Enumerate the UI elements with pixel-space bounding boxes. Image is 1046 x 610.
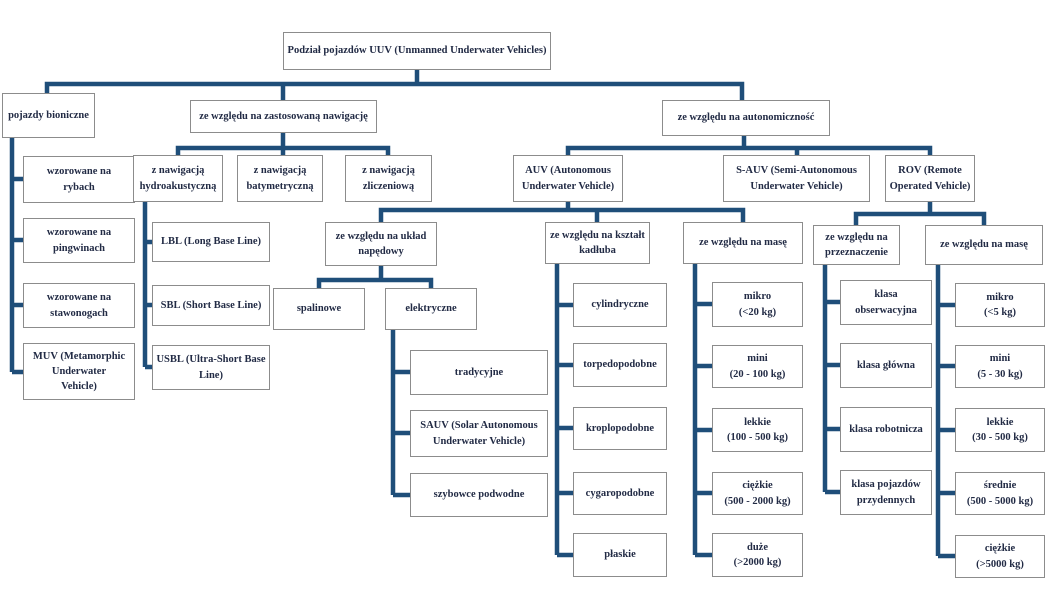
- node-cylindryczne: cylindryczne: [573, 283, 667, 327]
- node-wzorowane-na-pingwinach: wzorowane na pingwinach: [23, 218, 135, 263]
- node-auv-mini: mini (20 - 100 kg): [712, 345, 803, 388]
- node-wzorowane-na-rybach: wzorowane na rybach: [23, 156, 135, 203]
- node-nawigacja-zliczeniowa: z nawigacją zliczeniową: [345, 155, 432, 202]
- node-kroplopodobne: kroplopodobne: [573, 407, 667, 450]
- connector-auv: [378, 202, 746, 223]
- node-sauv-solar: SAUV (Solar Autonomous Underwater Vehicl…: [410, 410, 548, 457]
- connector-bioniczne: [9, 138, 24, 375]
- node-klasa-glowna: klasa główna: [840, 343, 932, 388]
- connector-naped: [316, 266, 434, 289]
- node-masa-rov: ze względu na masę: [925, 225, 1043, 265]
- node-przeznaczenie: ze względu na przeznaczenie: [813, 225, 900, 265]
- connector-hydro: [142, 202, 153, 370]
- connector-rov: [853, 202, 987, 226]
- connector-masa-auv: [692, 264, 713, 558]
- node-klasa-robotnicza: klasa robotnicza: [840, 407, 932, 452]
- node-sbl: SBL (Short Base Line): [152, 285, 270, 326]
- node-s-auv: S-AUV (Semi-Autonomous Underwater Vehicl…: [723, 155, 870, 202]
- node-rov: ROV (Remote Operated Vehicle): [885, 155, 975, 202]
- node-klasa-pojazdow-przydennych: klasa pojazdów przydennych: [840, 470, 932, 515]
- connector-main-bus: [44, 81, 745, 101]
- node-nawigacja-hydroakustyczna: z nawigacją hydroakustyczną: [133, 155, 223, 202]
- node-lbl: LBL (Long Base Line): [152, 222, 270, 262]
- node-rov-lekkie: lekkie (30 - 500 kg): [955, 408, 1045, 452]
- node-auv-ciezkie: ciężkie (500 - 2000 kg): [712, 472, 803, 515]
- node-plaskie: płaskie: [573, 533, 667, 577]
- connector-kadlub: [554, 264, 574, 558]
- node-autonomicznosc: ze względu na autonomiczność: [662, 100, 830, 136]
- node-rov-mikro: mikro (<5 kg): [955, 283, 1045, 327]
- node-auv-mikro: mikro (<20 kg): [712, 282, 803, 327]
- node-spalinowe: spalinowe: [273, 288, 365, 330]
- node-klasa-obserwacyjna: klasa obserwacyjna: [840, 280, 932, 325]
- node-auv-duze: duże (>2000 kg): [712, 533, 803, 577]
- node-wzorowane-na-stawonogach: wzorowane na stawonogach: [23, 283, 135, 328]
- node-pojazdy-bioniczne: pojazdy bioniczne: [2, 93, 95, 138]
- node-title: Podział pojazdów UUV (Unmanned Underwate…: [283, 32, 551, 70]
- node-muv: MUV (Metamorphic Underwater Vehicle): [23, 343, 135, 400]
- node-uklad-napedowy: ze względu na układ napędowy: [325, 222, 437, 266]
- node-rov-mini: mini (5 - 30 kg): [955, 345, 1045, 388]
- connector-masa-rov: [935, 265, 956, 559]
- node-auv-lekkie: lekkie (100 - 500 kg): [712, 408, 803, 452]
- node-torpedopodobne: torpedopodobne: [573, 343, 667, 387]
- node-szybowce-podwodne: szybowce podwodne: [410, 473, 548, 517]
- node-nawigacja: ze względu na zastosowaną nawigację: [190, 100, 377, 133]
- connector-nawigacja: [175, 133, 391, 156]
- connector-autonomia: [565, 136, 933, 156]
- connector-przeznaczenie: [822, 265, 841, 495]
- node-tradycyjne: tradycyjne: [410, 350, 548, 395]
- node-usbl: USBL (Ultra-Short Base Line): [152, 345, 270, 390]
- node-ksztalt-kadluba: ze względu na kształt kadłuba: [545, 222, 650, 264]
- node-nawigacja-batymetryczna: z nawigacją batymetryczną: [237, 155, 323, 202]
- node-elektryczne: elektryczne: [385, 288, 477, 330]
- node-rov-srednie: średnie (500 - 5000 kg): [955, 472, 1045, 515]
- node-cygaropodobne: cygaropodobne: [573, 472, 667, 515]
- node-masa-auv: ze względu na masę: [683, 222, 803, 264]
- connector-elektryczne: [390, 330, 411, 498]
- node-auv: AUV (Autonomous Underwater Vehicle): [513, 155, 623, 202]
- node-rov-ciezkie: ciężkie (>5000 kg): [955, 535, 1045, 578]
